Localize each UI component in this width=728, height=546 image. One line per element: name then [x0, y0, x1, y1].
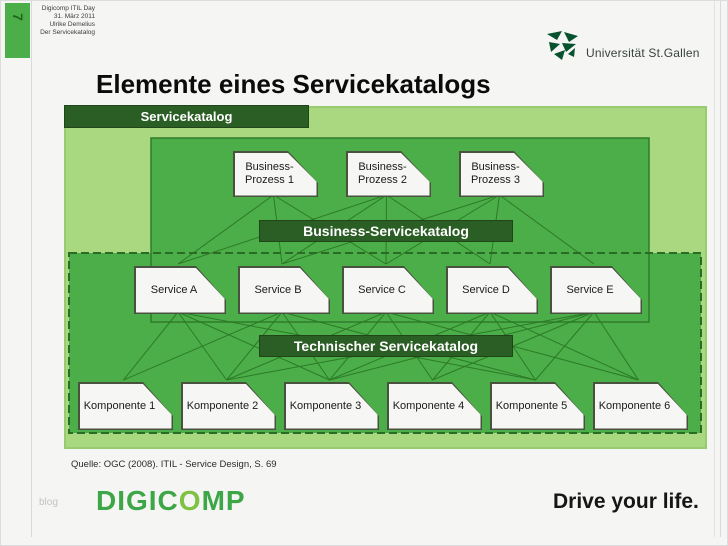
business-servicekatalog-bar: Business-Servicekatalog	[259, 220, 513, 242]
service-box-label: Service E	[552, 268, 641, 313]
right-margin-line-inner	[714, 1, 715, 537]
header-line-1: Digicomp ITIL Day	[41, 5, 95, 12]
digicomp-logo-part: MP	[201, 485, 246, 516]
university-logo-text: Universität St.Gallen	[586, 46, 700, 60]
header-line-4: Der Servicekatalog	[40, 29, 95, 36]
blog-label: blog	[39, 497, 58, 508]
header-line-3: Ulrike Demelius	[49, 21, 95, 28]
servicekatalog-header: Servicekatalog	[64, 105, 309, 128]
slide-number: 7	[9, 13, 26, 21]
source-note: Quelle: OGC (2008). ITIL - Service Desig…	[71, 459, 277, 470]
technischer-servicekatalog-bar: Technischer Servicekatalog	[259, 335, 513, 357]
brand-tagline: Drive your life.	[553, 490, 699, 513]
right-margin-line	[720, 1, 721, 537]
page-title: Elemente eines Servicekatalogs	[96, 69, 491, 99]
digicomp-logo-o: O	[178, 485, 202, 516]
digicomp-logo-part: DIGIC	[96, 485, 179, 516]
component-box-label: Komponente 2	[183, 384, 275, 429]
slide-header-info: Digicomp ITIL Day 31. März 2011 Ulrike D…	[25, 5, 95, 37]
service-box: Service E	[550, 266, 642, 314]
header-line-2: 31. März 2011	[53, 13, 95, 20]
left-margin-line	[31, 1, 32, 537]
component-box: Komponente 2	[181, 382, 276, 430]
st-gallen-logo-icon	[547, 31, 578, 60]
digicomp-logo: DIGICOMP	[96, 485, 246, 517]
university-logo: Universität St.Gallen	[547, 31, 700, 61]
slide-number-tab: 7	[5, 3, 30, 58]
